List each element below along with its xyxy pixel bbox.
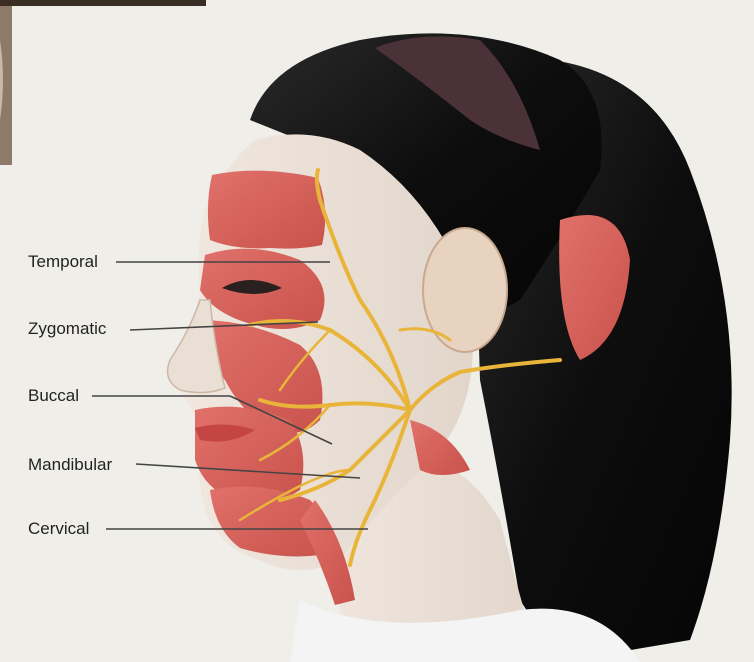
frontalis-muscle [208, 171, 325, 249]
label-buccal: Buccal [28, 386, 79, 406]
label-cervical: Cervical [28, 519, 89, 539]
label-mandibular: Mandibular [28, 455, 112, 475]
inset-photo-fragment [0, 0, 206, 165]
label-temporal: Temporal [28, 252, 98, 272]
label-zygomatic: Zygomatic [28, 319, 106, 339]
